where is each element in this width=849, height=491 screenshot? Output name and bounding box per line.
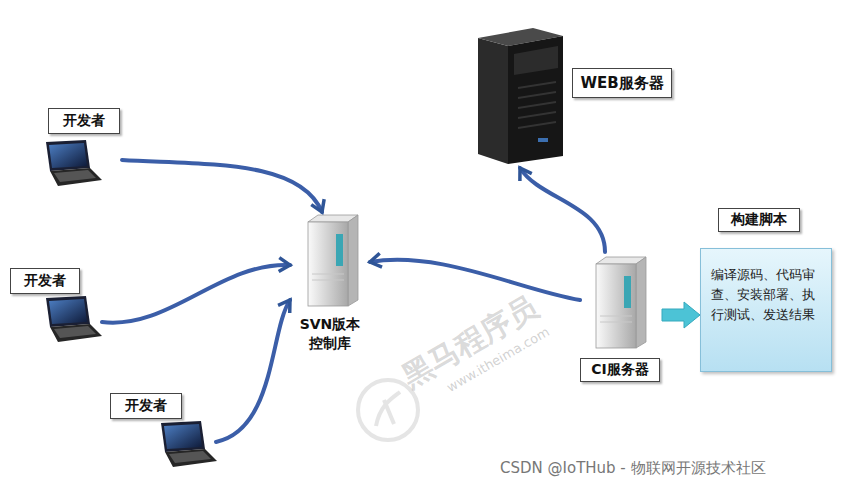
logo-mark — [376, 392, 400, 426]
svn-repository-node: SVN版本 控制库 — [290, 212, 370, 357]
flow-arrow — [102, 265, 290, 323]
laptop-icon — [161, 421, 217, 467]
tower-grille — [518, 102, 556, 108]
flow-arrow — [370, 260, 580, 300]
web-server-node: WEB服务器 — [475, 28, 675, 168]
developer-node: 开发者 — [10, 266, 102, 344]
tower-side — [478, 38, 508, 164]
developer-label: 开发者 — [48, 108, 120, 134]
server-label: WEB服务器 — [572, 68, 672, 98]
tower-front — [508, 36, 563, 164]
tower-light — [538, 138, 548, 142]
server-label: CI服务器 — [580, 358, 660, 382]
tower-grille — [518, 112, 556, 118]
developer-label: 开发者 — [10, 268, 80, 294]
web-tower — [478, 28, 563, 164]
laptop-icon — [46, 296, 102, 342]
developer-node: 开发者 — [110, 391, 216, 467]
server-label: SVN版本 控制库 — [294, 315, 366, 353]
flow-arrow — [122, 160, 322, 212]
watermark-logo — [358, 380, 418, 440]
tower-bezel — [514, 46, 558, 75]
logo-ring — [358, 380, 418, 440]
build-script-node: 构建脚本编译源码、代码审查、安装部署、执行测试、发送结果 — [700, 205, 834, 375]
source-credit: CSDN @IoTHub - 物联网开源技术社区 — [500, 459, 766, 478]
script-heading: 构建脚本 — [718, 208, 800, 232]
script-body: 编译源码、代码审查、安装部署、执行测试、发送结果 — [700, 248, 832, 372]
flow-arrow — [216, 300, 290, 442]
tower-grille — [518, 122, 556, 128]
ci-server-node: CI服务器 — [580, 252, 662, 384]
block-arrow — [662, 302, 700, 328]
laptop-icon — [46, 140, 102, 186]
tower-grille — [518, 82, 556, 88]
ci-server-icon — [596, 257, 646, 348]
flow-arrow — [520, 168, 605, 252]
developer-label: 开发者 — [110, 393, 182, 419]
developer-node: 开发者 — [40, 108, 122, 188]
tower-grille — [518, 92, 556, 98]
svn-server-icon — [308, 215, 358, 306]
